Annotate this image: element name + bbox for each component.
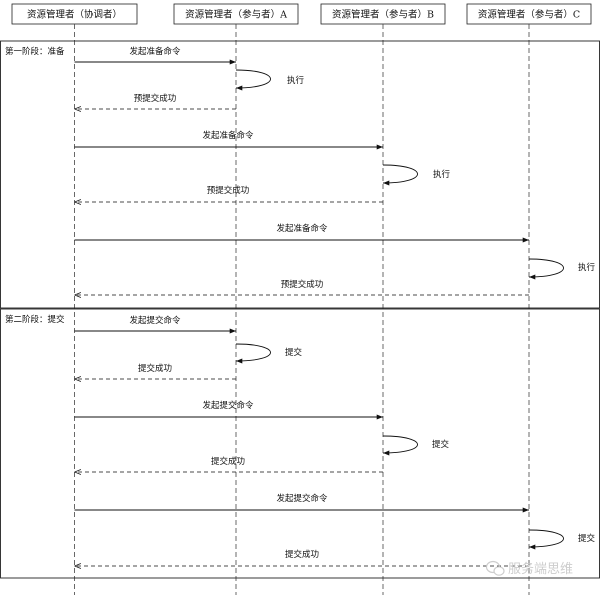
watermark: 服务端思维 [485, 560, 573, 577]
message-label: 发起提交命令 [202, 400, 254, 411]
participant-label: 资源管理者（参与者）C [478, 9, 580, 21]
participant-label: 资源管理者（协调者） [27, 9, 122, 21]
message-prepare-b: 发起准备命令 [74, 130, 383, 150]
reply-committed-c: 提交成功 [74, 549, 529, 566]
message-prepare-c: 发起准备命令 [74, 223, 529, 243]
message-label: 预提交成功 [207, 185, 250, 196]
self-exec-a: 执行 [235, 69, 305, 91]
message-label: 提交 [578, 533, 596, 544]
reply-prepared-a: 预提交成功 [74, 93, 236, 109]
participant-label: 资源管理者（参与者）A [185, 9, 287, 21]
participant-a: 资源管理者（参与者）A [173, 3, 299, 25]
self-call-arrow [235, 69, 271, 91]
self-exec-c: 执行 [528, 258, 596, 280]
self-call-arrow [382, 164, 418, 186]
message-commit-c: 发起提交命令 [74, 493, 529, 513]
self-call-arrow [528, 258, 564, 280]
watermark-text: 服务端思维 [508, 561, 573, 577]
message-label: 执行 [433, 169, 451, 180]
reply-committed-b: 提交成功 [74, 456, 383, 472]
message-label: 发起准备命令 [276, 223, 328, 234]
participant-coord: 资源管理者（协调者） [11, 3, 138, 25]
self-commit-a: 提交 [235, 343, 303, 364]
phase-label: 第二阶段：提交 [5, 314, 65, 325]
self-call-arrow [528, 529, 564, 550]
participant-label: 资源管理者（参与者）B [332, 9, 434, 21]
message-label: 预提交成功 [281, 279, 324, 290]
message-label: 预提交成功 [134, 93, 177, 104]
message-label: 发起提交命令 [276, 493, 328, 504]
message-label: 提交成功 [211, 456, 245, 467]
message-commit-a: 发起提交命令 [74, 315, 236, 334]
message-label: 发起准备命令 [202, 130, 254, 141]
message-label: 提交成功 [138, 363, 172, 374]
reply-prepared-b: 预提交成功 [74, 185, 383, 202]
wechat-icon [485, 560, 505, 576]
participant-b: 资源管理者（参与者）B [320, 3, 446, 25]
message-label: 提交 [285, 347, 303, 358]
message-commit-b: 发起提交命令 [74, 400, 383, 420]
self-exec-b: 执行 [382, 164, 451, 186]
message-label: 发起准备命令 [129, 46, 181, 57]
self-call-arrow [235, 343, 271, 364]
message-label: 执行 [578, 262, 596, 273]
message-label: 发起提交命令 [129, 315, 181, 326]
message-label: 提交 [432, 439, 450, 450]
message-prepare-a: 发起准备命令 [74, 46, 236, 65]
message-label: 提交成功 [285, 549, 319, 560]
reply-committed-a: 提交成功 [74, 363, 236, 379]
self-commit-b: 提交 [382, 435, 450, 456]
message-label: 执行 [287, 75, 305, 86]
self-call-arrow [382, 435, 418, 456]
phase-label: 第一阶段：准备 [5, 46, 65, 57]
participant-c: 资源管理者（参与者）C [466, 3, 592, 25]
reply-prepared-c: 预提交成功 [74, 279, 529, 295]
self-commit-c: 提交 [528, 529, 596, 550]
